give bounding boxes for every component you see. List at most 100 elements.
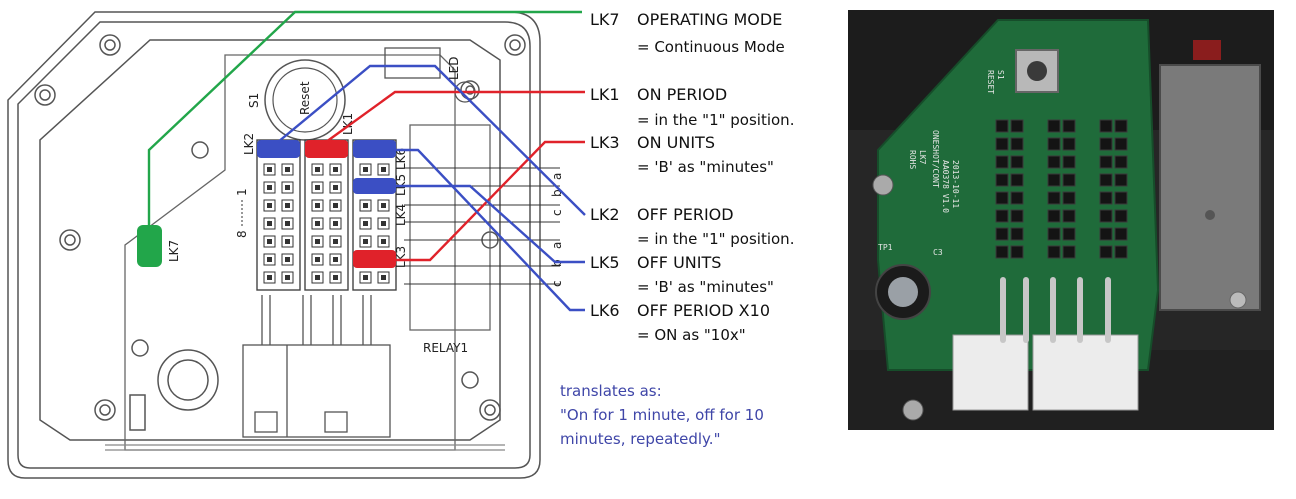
header-pin xyxy=(281,271,294,284)
header-pin xyxy=(281,199,294,212)
header-pin xyxy=(329,163,342,176)
photo-pin xyxy=(1114,227,1128,241)
lk2-leader xyxy=(277,64,586,216)
header-pin-dot xyxy=(333,275,338,280)
header-pin-dot xyxy=(363,239,368,244)
photo-label-mode: ONESHOT/CONT xyxy=(931,130,940,188)
header-pin-dot xyxy=(333,221,338,226)
header-pin-dot xyxy=(333,185,338,190)
svg-text:"On for 1 minute, off for 10: "On for 1 minute, off for 10 xyxy=(560,406,764,424)
header-pin xyxy=(377,199,390,212)
header-pin-dot xyxy=(285,203,290,208)
header-pin xyxy=(329,181,342,194)
lk6-leader xyxy=(396,148,585,312)
photo-pin xyxy=(1047,245,1061,259)
header-pin-dot xyxy=(285,239,290,244)
photo-connector-right xyxy=(1032,334,1139,411)
photo-pin xyxy=(1099,227,1113,241)
header-pin-dot xyxy=(315,167,320,172)
lk3-jumper-cap xyxy=(353,250,396,268)
svg-text:LK1: LK1 xyxy=(590,85,620,104)
tick-c-2: c xyxy=(550,280,564,287)
photo-pin xyxy=(1062,173,1076,187)
header-pin-dot xyxy=(285,257,290,262)
letter-labels: a b c a b c xyxy=(550,173,564,287)
photo-label-date: 2013-10-11 xyxy=(951,160,960,208)
header-pin xyxy=(377,217,390,230)
lk7-leader xyxy=(147,10,582,230)
photo-pin xyxy=(1099,191,1113,205)
photo-pin xyxy=(1062,227,1076,241)
header-pin-dot xyxy=(267,239,272,244)
scale-1-label: 1 xyxy=(235,188,249,196)
header-column-2 xyxy=(304,139,349,291)
photo-pin xyxy=(1099,155,1113,169)
header-pin xyxy=(281,253,294,266)
lk7-jumper: LK7 xyxy=(137,225,181,267)
svg-text:LK3: LK3 xyxy=(590,133,620,152)
photo-pin xyxy=(1114,173,1128,187)
header-pin-dot xyxy=(363,275,368,280)
photo-pin xyxy=(1062,137,1076,151)
photo-pin xyxy=(1099,245,1113,259)
header-pin xyxy=(359,199,372,212)
photo-pin xyxy=(1010,119,1024,133)
header-pin xyxy=(329,271,342,284)
callout-lk2: LK2 OFF PERIOD = in the "1" position. xyxy=(590,205,794,248)
photo-pin xyxy=(1047,227,1061,241)
photo-pin xyxy=(1010,227,1024,241)
header-column-1 xyxy=(256,139,301,291)
photo-pin xyxy=(1114,191,1128,205)
photo-pin xyxy=(1114,137,1128,151)
header-pin xyxy=(329,253,342,266)
translation-note: translates as: "On for 1 minute, off for… xyxy=(560,382,764,448)
header-pin xyxy=(263,181,276,194)
photo-pin-headers xyxy=(995,119,1128,259)
header-pin-dot xyxy=(363,203,368,208)
header-pin-dot xyxy=(267,185,272,190)
svg-text:ON PERIOD: ON PERIOD xyxy=(637,85,727,104)
s1-label: S1 xyxy=(247,93,261,108)
header-pin-dot xyxy=(315,257,320,262)
header-pin xyxy=(359,217,372,230)
svg-text:LK5: LK5 xyxy=(590,253,620,272)
svg-text:= in the "1" position.: = in the "1" position. xyxy=(637,230,794,248)
header-pin-dot xyxy=(315,203,320,208)
photo-pin xyxy=(1062,245,1076,259)
lk4-board-label: LK4 xyxy=(394,204,408,226)
photo-label-lk7: LK7 xyxy=(918,150,927,165)
photo-pin xyxy=(1099,173,1113,187)
lk6-jumper-cap xyxy=(353,140,396,158)
lk1-jumper-cap xyxy=(305,140,348,158)
relay-label: RELAY1 xyxy=(423,341,468,355)
callout-lk6: LK6 OFF PERIOD X10 = ON as "10x" xyxy=(590,301,770,344)
photo-pin xyxy=(1010,155,1024,169)
lk5-leader xyxy=(396,184,585,264)
svg-text:= 'B' as "minutes": = 'B' as "minutes" xyxy=(637,278,774,296)
photo-label-tp1: TP1 xyxy=(878,243,893,252)
header-pin xyxy=(359,235,372,248)
lk3-board-label: LK3 xyxy=(394,246,408,268)
enclosure xyxy=(7,11,541,479)
header-pin-dot xyxy=(267,167,272,172)
photo-pin xyxy=(1114,209,1128,223)
header-pin-dot xyxy=(285,185,290,190)
photo-label-reset: RESET xyxy=(986,70,995,94)
header-pin xyxy=(263,253,276,266)
header-pin xyxy=(281,181,294,194)
header-pin xyxy=(329,199,342,212)
svg-text:OFF PERIOD: OFF PERIOD xyxy=(637,205,734,224)
photo-pin xyxy=(1047,173,1061,187)
header-pin-dot xyxy=(333,257,338,262)
header-pin xyxy=(329,217,342,230)
photo-pin xyxy=(1047,209,1061,223)
photo-pin xyxy=(1010,191,1024,205)
lk2-board-label: LK2 xyxy=(242,133,256,155)
header-pin-dot xyxy=(381,275,386,280)
header-pin-dot xyxy=(381,167,386,172)
header-pin-dot xyxy=(333,203,338,208)
photo-led xyxy=(1193,40,1221,60)
photo-pin xyxy=(1047,119,1061,133)
photo-pin xyxy=(1062,155,1076,169)
header-pin-dot xyxy=(363,221,368,226)
